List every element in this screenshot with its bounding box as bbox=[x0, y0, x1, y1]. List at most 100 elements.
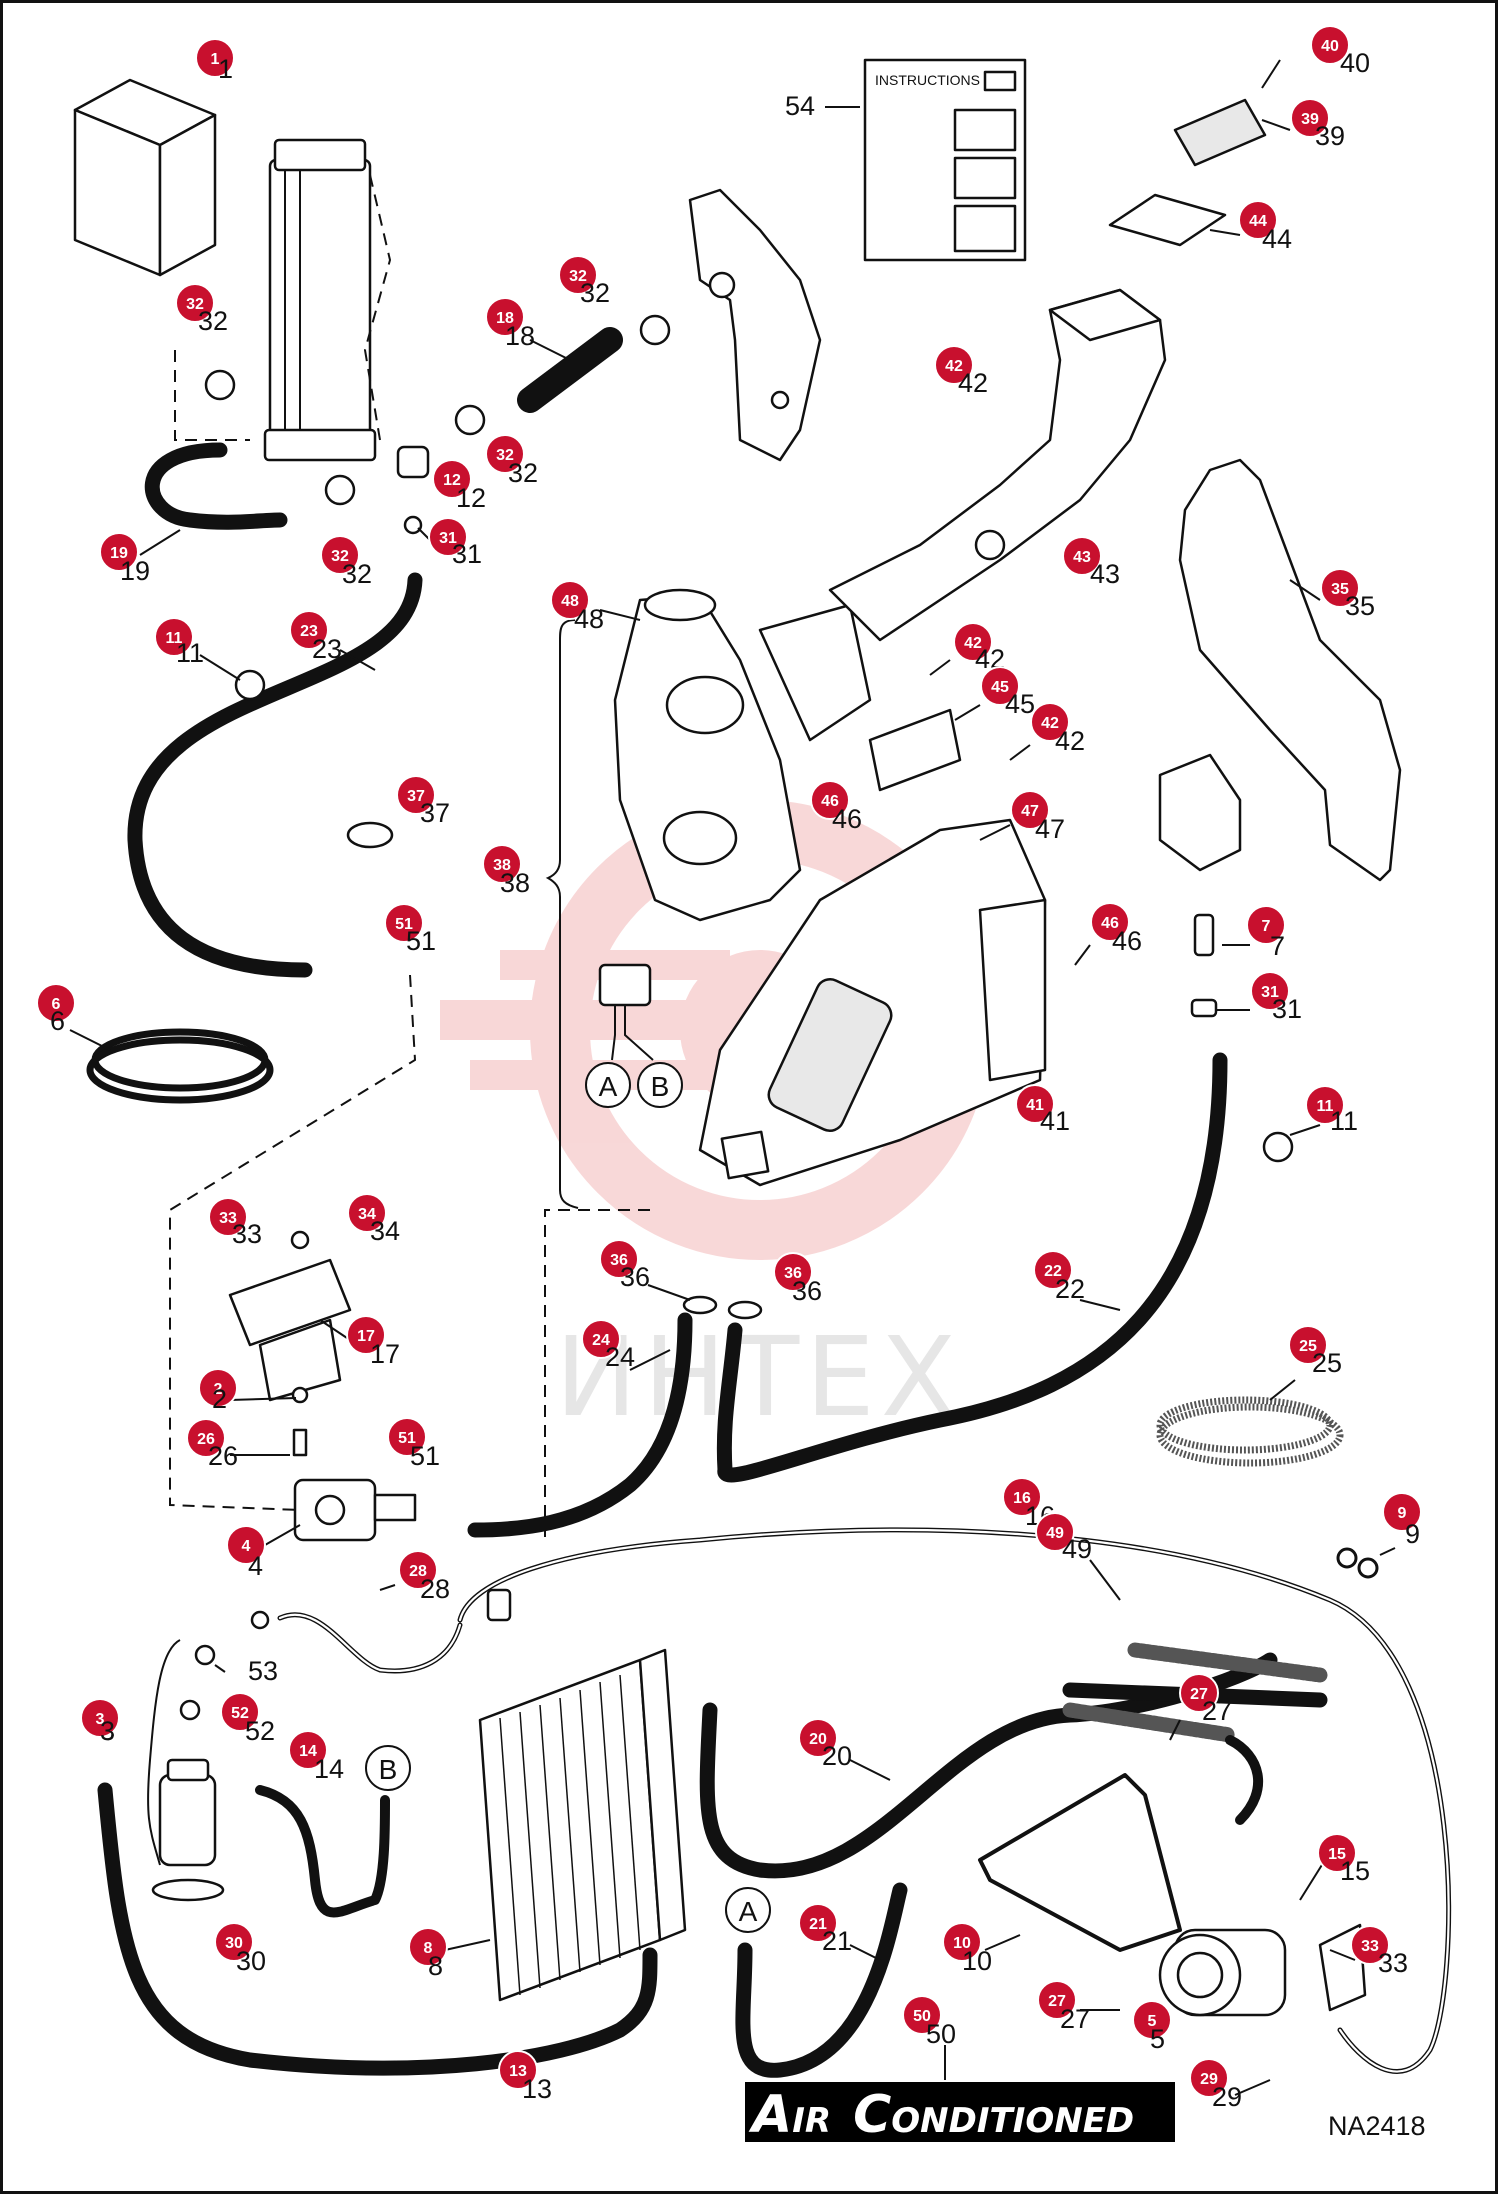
callout-badge-number: 38 bbox=[493, 857, 511, 874]
callout-badge-number: 46 bbox=[1101, 915, 1119, 932]
vent-44 bbox=[1108, 193, 1227, 247]
callout-badge-number: 42 bbox=[945, 358, 963, 375]
hose-49-mesh-b bbox=[1062, 1702, 1238, 1743]
callout-leader bbox=[319, 1319, 351, 1341]
callout-badge-number: 33 bbox=[1361, 1938, 1379, 1955]
callout-label: 9 bbox=[1405, 1519, 1420, 1549]
callout-badge-number: 2 bbox=[214, 1381, 223, 1398]
drawing-code: NA2418 bbox=[1328, 2111, 1426, 2141]
callout-label: 8 bbox=[428, 1951, 443, 1981]
callout-7: 77 bbox=[1222, 905, 1286, 961]
callout-badge-number: 42 bbox=[1041, 715, 1059, 732]
callout-label: 52 bbox=[245, 1716, 275, 1746]
callout-badge-number: 4 bbox=[242, 1538, 251, 1555]
callout-badge bbox=[482, 844, 522, 884]
watermark-text: ИНТЕХ bbox=[555, 1313, 962, 1441]
callout-badge-number: 32 bbox=[569, 268, 587, 285]
callout-leader bbox=[1289, 579, 1321, 601]
callout-badge-number: 30 bbox=[225, 1935, 243, 1952]
callout-badge-number: 27 bbox=[1190, 1686, 1208, 1703]
callout-badge-number: 16 bbox=[1013, 1490, 1031, 1507]
callout-badge-number: 31 bbox=[439, 530, 457, 547]
callout-leader bbox=[199, 654, 241, 681]
callout-badge-number: 12 bbox=[443, 472, 461, 489]
clamp-37 bbox=[346, 821, 394, 849]
svg-text:B: B bbox=[379, 1754, 398, 1785]
callout-badge-number: 14 bbox=[299, 1743, 317, 1760]
callout-badge bbox=[428, 517, 468, 557]
callout-badge bbox=[599, 1239, 639, 1279]
callout-label: 19 bbox=[120, 556, 150, 586]
callout-badge bbox=[1090, 902, 1130, 942]
callout-label: 34 bbox=[370, 1216, 400, 1246]
callout-badge bbox=[288, 1730, 328, 1770]
callout-label: 45 bbox=[1005, 689, 1035, 719]
callout-label: 26 bbox=[208, 1441, 238, 1471]
callout-badge bbox=[1305, 1085, 1345, 1125]
callout-label: 36 bbox=[620, 1262, 650, 1292]
callout-badge-number: 5 bbox=[1148, 2013, 1157, 2030]
callout-label: 25 bbox=[1312, 1348, 1342, 1378]
callout-badge-number: 51 bbox=[395, 916, 413, 933]
callout-label: 32 bbox=[198, 306, 228, 336]
bracket-45 bbox=[868, 708, 962, 792]
callout-badge bbox=[1246, 905, 1286, 945]
callout-badge bbox=[220, 1692, 260, 1732]
condenser-8 bbox=[478, 1648, 687, 2002]
callout-badge bbox=[1250, 971, 1290, 1011]
callout-label: 29 bbox=[1212, 2082, 1242, 2112]
callout-badge-number: 49 bbox=[1046, 1525, 1064, 1542]
banner-rest2: ONDITIONED bbox=[891, 2101, 1134, 2141]
callout-leader bbox=[599, 609, 641, 621]
callout-badge-number: 28 bbox=[409, 1563, 427, 1580]
control-switch bbox=[598, 963, 652, 1007]
callout-badge-number: 32 bbox=[186, 296, 204, 313]
callout-badge bbox=[346, 1315, 386, 1355]
callout-badge bbox=[1030, 702, 1070, 742]
callouts-layer: 1122333344556677889910101111111112121313… bbox=[36, 25, 1422, 2112]
callout-leader bbox=[229, 1397, 297, 1401]
hose-coil-25 bbox=[1156, 1396, 1344, 1467]
callout-leader bbox=[1079, 1299, 1121, 1311]
callout-badge bbox=[289, 610, 329, 650]
banner-cap1: A bbox=[748, 2085, 792, 2145]
callout-leader bbox=[417, 527, 431, 541]
callout-badge-number: 45 bbox=[991, 679, 1009, 696]
hose-22 bbox=[716, 1052, 1228, 1483]
callout-badge-number: 39 bbox=[1301, 111, 1319, 128]
callout-badge bbox=[485, 434, 525, 474]
callout-badge bbox=[398, 1550, 438, 1590]
callout-badge bbox=[1002, 1477, 1042, 1517]
brace-3 bbox=[147, 1639, 181, 1866]
callout-8: 88 bbox=[408, 1927, 491, 1981]
callout-badge-number: 41 bbox=[1026, 1097, 1044, 1114]
callout-badge bbox=[214, 1922, 254, 1962]
callout-badge bbox=[942, 1922, 982, 1962]
callout-badge bbox=[1015, 1084, 1055, 1124]
callout-badge bbox=[154, 617, 194, 657]
hose-49-bend bbox=[1225, 1735, 1263, 1825]
callout-leader bbox=[444, 1939, 491, 1951]
callout-leader bbox=[214, 1664, 226, 1673]
callout-label: 31 bbox=[1272, 994, 1302, 1024]
grommet-11-left bbox=[234, 669, 266, 701]
callout-badge bbox=[36, 983, 76, 1023]
callout-badge bbox=[1189, 2058, 1229, 2098]
callout-badge bbox=[1290, 98, 1330, 138]
hose-49-mesh-a bbox=[1127, 1642, 1328, 1683]
callout-badge-number: 22 bbox=[1044, 1263, 1062, 1280]
o-rings-9 bbox=[1336, 1547, 1379, 1579]
